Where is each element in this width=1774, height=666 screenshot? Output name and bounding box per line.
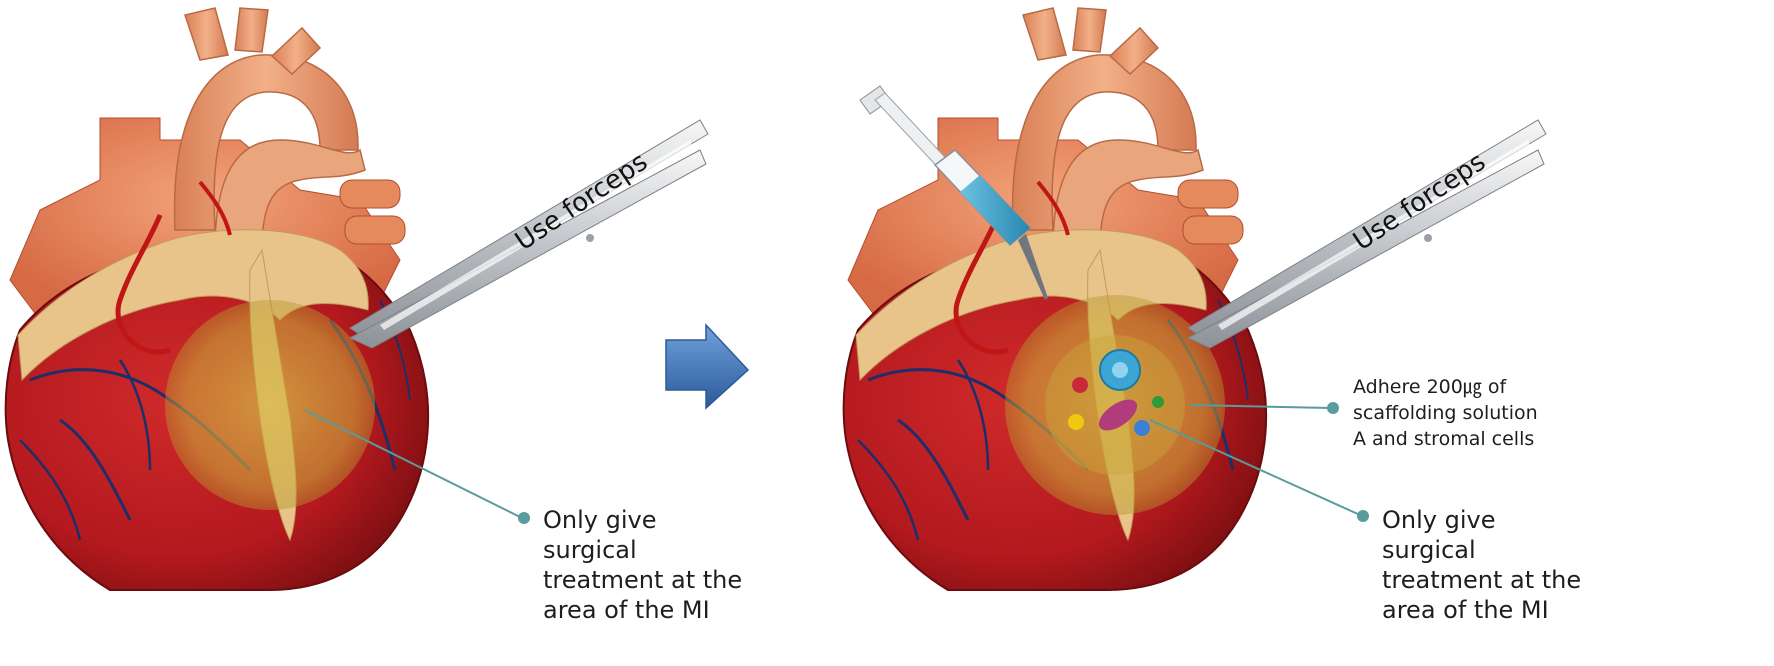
heart-before — [6, 8, 428, 590]
heart-after — [844, 8, 1266, 590]
infarct-zone-before — [165, 300, 375, 510]
blue-cell-icon — [1134, 420, 1150, 436]
scaffold-callout: Adhere 200㎍ of scaffolding solution A an… — [1353, 374, 1553, 452]
leader-dot-mi-before — [518, 512, 530, 524]
green-cell-icon — [1152, 396, 1164, 408]
leader-dot-scaffold — [1327, 402, 1339, 414]
red-cell-icon — [1072, 377, 1088, 393]
leader-dot-mi-after — [1357, 510, 1369, 522]
mi-callout-before: Only give surgical treatment at the area… — [543, 505, 753, 625]
transition-arrow — [666, 325, 748, 408]
before-panel — [6, 8, 708, 590]
mi-callout-after: Only give surgical treatment at the area… — [1382, 505, 1582, 625]
yellow-cell-icon — [1068, 414, 1084, 430]
stromal-cell-nucleus-icon — [1112, 362, 1128, 378]
after-panel — [844, 8, 1546, 590]
